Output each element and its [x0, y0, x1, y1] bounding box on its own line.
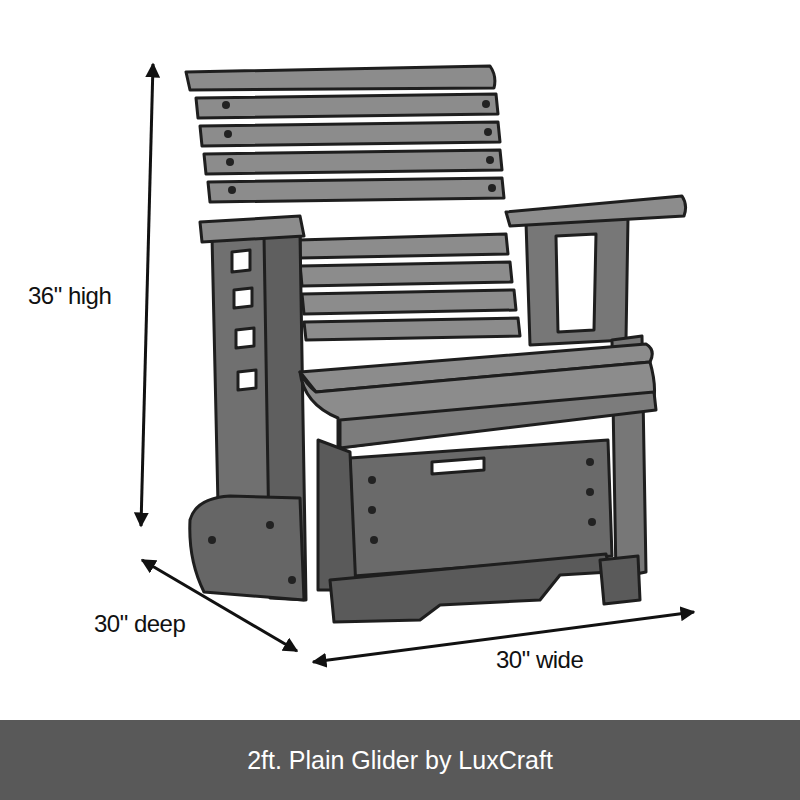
- slat-screw: [222, 101, 230, 109]
- backrest-slat: [186, 66, 520, 340]
- slat-screw: [482, 100, 490, 108]
- base-bolt: [586, 458, 594, 466]
- base-bolt: [208, 458, 596, 584]
- slat-screw: [226, 158, 234, 166]
- backrest-slat: [196, 94, 498, 118]
- slat-screw: [488, 184, 496, 192]
- dimension-label: 30" wide: [496, 646, 583, 674]
- glider-base: [600, 556, 640, 604]
- right-arm: [526, 218, 628, 345]
- slat-screw: [486, 156, 494, 164]
- backrest-slat: [208, 178, 504, 202]
- left-side: [190, 496, 304, 600]
- left-side: [234, 288, 252, 308]
- slat-screw: [222, 100, 496, 194]
- left-side: [232, 250, 250, 272]
- right-arm: [556, 234, 596, 332]
- glider-base: [330, 554, 610, 622]
- base-bolt: [370, 536, 378, 544]
- right-arm: [506, 196, 686, 226]
- backrest-slat: [302, 290, 516, 314]
- glider-base: [318, 440, 640, 622]
- base-bolt: [266, 521, 274, 529]
- caption-band: 2ft. Plain Glider by LuxCraft: [0, 720, 800, 800]
- glider-base: [318, 440, 356, 590]
- base-bolt: [208, 536, 216, 544]
- dimension-label: 30" deep: [94, 610, 185, 638]
- backrest-slat: [304, 318, 520, 340]
- base-bolt: [288, 576, 296, 584]
- left-side: [190, 216, 306, 600]
- backrest-slat: [300, 262, 512, 286]
- backrest-slat: [200, 122, 500, 146]
- slat-screw: [228, 186, 236, 194]
- base-bolt: [368, 476, 376, 484]
- backrest-slat: [186, 66, 495, 90]
- dimension-arrow: [142, 560, 297, 651]
- dimension-label: 36" high: [28, 282, 111, 310]
- slat-screw: [224, 130, 232, 138]
- glider-base: [432, 458, 484, 474]
- slat-screw: [484, 128, 492, 136]
- left-side: [200, 216, 304, 242]
- dimension-arrow: [141, 64, 153, 526]
- left-side: [236, 328, 254, 348]
- seat: [300, 344, 656, 448]
- glider-base: [350, 440, 612, 576]
- base-bolt: [588, 518, 596, 526]
- backrest-slat: [298, 234, 508, 258]
- dimension-arrow: [141, 64, 694, 662]
- caption-text: 2ft. Plain Glider by LuxCraft: [0, 720, 800, 800]
- left-side: [238, 370, 256, 390]
- backrest-slat: [204, 150, 502, 174]
- base-bolt: [586, 488, 594, 496]
- base-bolt: [368, 506, 376, 514]
